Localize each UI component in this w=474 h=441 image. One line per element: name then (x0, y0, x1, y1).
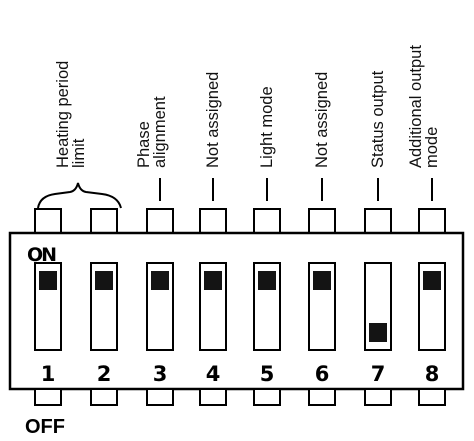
terminal-tab-top (253, 208, 281, 234)
terminal-tab-top (418, 208, 446, 234)
switch-knob (39, 271, 57, 290)
switch-knob (313, 271, 331, 290)
switch-caption-line: Additional output (407, 45, 425, 168)
terminal-tab-bottom (34, 388, 62, 406)
switch-number: 2 (97, 362, 112, 386)
brace-caption-line: limit (70, 138, 88, 168)
switch-knob (258, 271, 276, 290)
terminal-tab-bottom (418, 388, 446, 406)
dip-switch-3[interactable]: 3 (146, 262, 174, 386)
dip-switch-6[interactable]: 6 (308, 262, 336, 386)
switch-number: 3 (153, 362, 168, 386)
terminal-tab-bottom (253, 388, 281, 406)
off-label: OFF (25, 416, 65, 438)
terminal-tab-top (34, 208, 62, 234)
terminal-tab-top (308, 208, 336, 234)
terminal-tab-bottom (364, 388, 392, 406)
dip-switch-1[interactable]: 1 (34, 262, 62, 386)
switch-caption-line: Phase (135, 121, 153, 168)
terminal-tab-bottom (308, 388, 336, 406)
switch-caption-line: Light mode (258, 86, 276, 168)
terminal-tab-bottom (90, 388, 118, 406)
switch-caption-line: mode (423, 127, 441, 168)
on-label: ON (27, 244, 56, 266)
terminal-tab-top (90, 208, 118, 234)
switch-knob (204, 271, 222, 290)
brace-caption-line: Heating period (54, 61, 72, 168)
switch-number: 1 (41, 362, 56, 386)
dip-switch-2[interactable]: 2 (90, 262, 118, 386)
dip-switch-4[interactable]: 4 (199, 262, 227, 386)
terminal-tabs-bottom (34, 388, 446, 406)
switch-caption-line: Not assigned (204, 72, 222, 168)
switch-number: 6 (315, 362, 330, 386)
terminal-tab-bottom (146, 388, 174, 406)
switch-caption-line: Status output (369, 70, 387, 168)
dip-switch-7[interactable]: 7 (364, 262, 392, 386)
switch-knob (95, 271, 113, 290)
terminal-tab-bottom (199, 388, 227, 406)
dip-switch-5[interactable]: 5 (253, 262, 281, 386)
switch-knob (423, 271, 441, 290)
terminal-tab-top (199, 208, 227, 234)
switch-number: 5 (260, 362, 275, 386)
switch-caption-line: Not assigned (313, 72, 331, 168)
switch-number: 8 (425, 362, 440, 386)
switch-number: 4 (206, 362, 221, 386)
brace-switches-1-2 (37, 182, 122, 209)
terminal-tab-top (364, 208, 392, 234)
switch-row: 1 2 3 4 5 6 7 8 (34, 262, 446, 386)
switch-knob (369, 323, 387, 342)
switch-number: 7 (371, 362, 386, 386)
terminal-tabs-top (34, 208, 446, 234)
dip-switch-8[interactable]: 8 (418, 262, 446, 386)
switch-knob (151, 271, 169, 290)
switch-caption-line: alignment (151, 96, 169, 168)
switch-body (8, 231, 465, 391)
terminal-tab-top (146, 208, 174, 234)
